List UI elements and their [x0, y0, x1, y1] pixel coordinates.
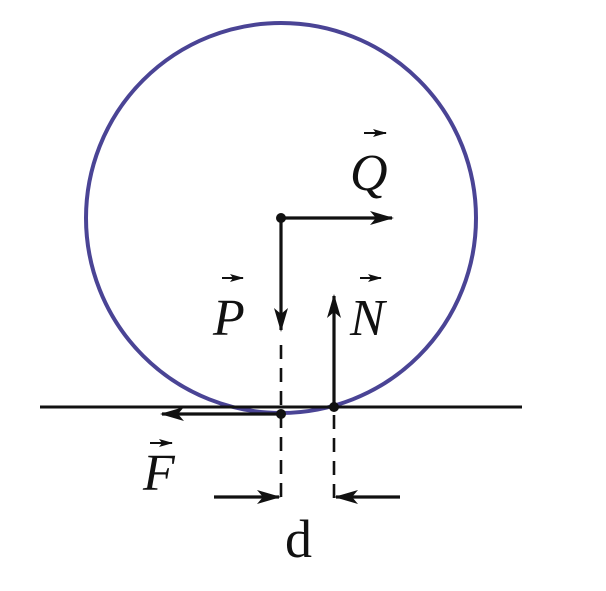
contact-point-p	[276, 409, 286, 419]
label-n: N	[349, 290, 388, 347]
label-q: Q	[350, 145, 388, 202]
contact-point-n	[329, 402, 339, 412]
center-point	[276, 213, 286, 223]
label-p: P	[212, 290, 245, 347]
label-f: F	[142, 445, 176, 502]
label-d: d	[285, 509, 312, 569]
